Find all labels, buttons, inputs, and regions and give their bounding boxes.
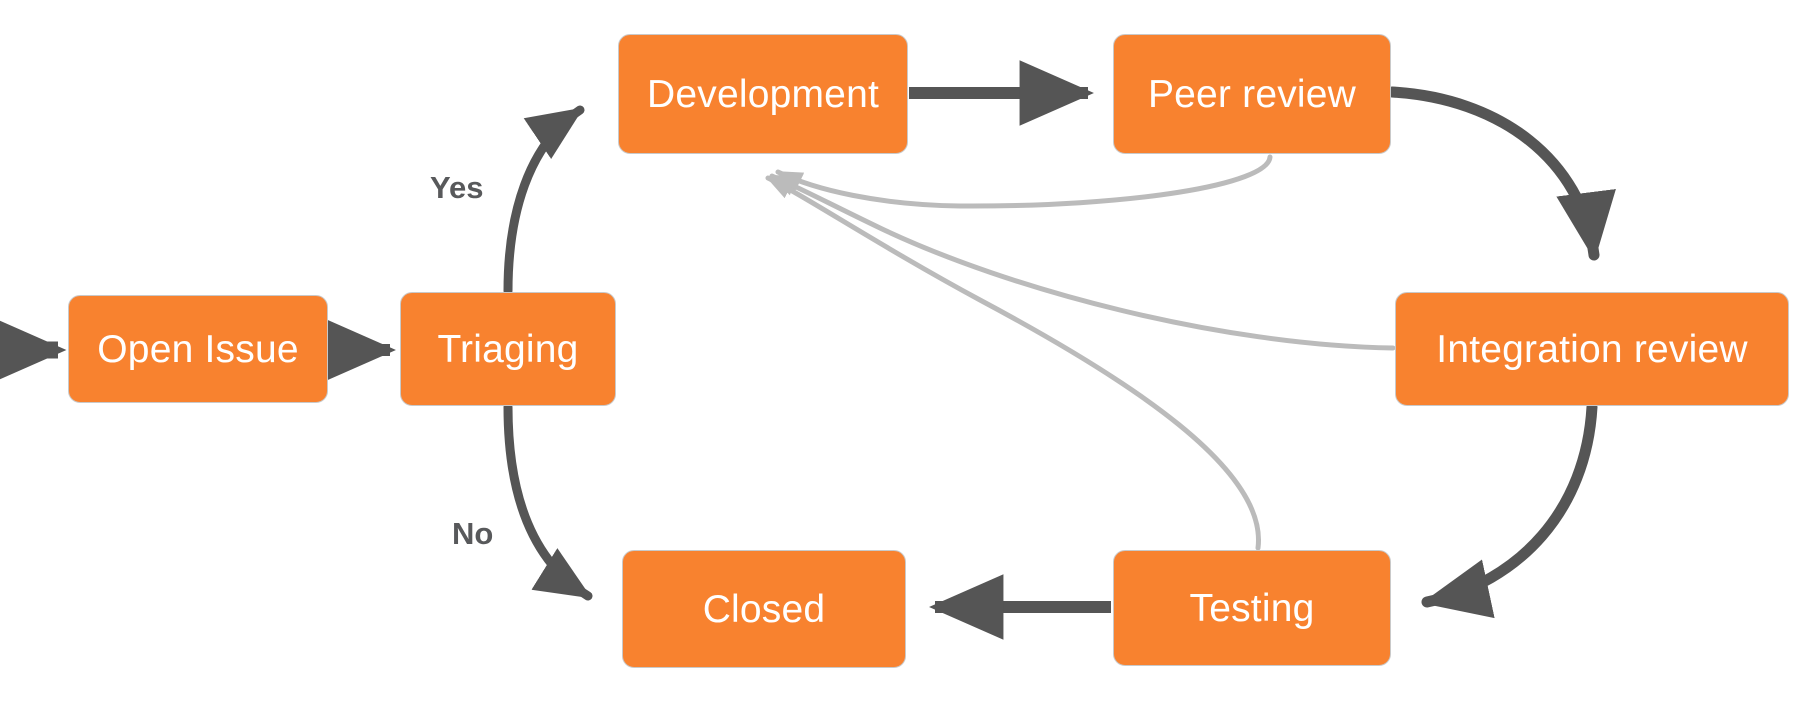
node-open-issue-label: Open Issue (97, 327, 299, 371)
node-triaging-label: Triaging (437, 327, 579, 371)
edge-integration-review-to-testing (1421, 401, 1598, 619)
node-open-issue[interactable]: Open Issue (68, 295, 328, 403)
node-triaging[interactable]: Triaging (400, 292, 616, 406)
node-closed-label: Closed (702, 587, 826, 631)
node-closed[interactable]: Closed (622, 550, 906, 668)
node-peer-review-label: Peer review (1147, 72, 1357, 116)
edge-label-yes: Yes (430, 170, 484, 205)
node-development-label: Development (647, 72, 879, 116)
node-testing[interactable]: Testing (1113, 550, 1391, 666)
node-peer-review[interactable]: Peer review (1113, 34, 1391, 154)
edge-triaging-to-development (503, 105, 585, 296)
node-testing-label: Testing (1189, 586, 1315, 630)
node-integration-review[interactable]: Integration review (1395, 292, 1789, 406)
node-integration-review-label: Integration review (1436, 327, 1748, 371)
edge-integration-review-to-development-feedback (769, 173, 1396, 351)
edge-peer-review-to-integration-review (1386, 86, 1616, 261)
edge-peer-review-to-development-feedback (775, 154, 1273, 209)
edge-testing-to-development-feedback (765, 175, 1261, 551)
edge-triaging-to-closed (503, 402, 593, 601)
edge-label-no: No (452, 516, 494, 551)
node-development[interactable]: Development (618, 34, 908, 154)
